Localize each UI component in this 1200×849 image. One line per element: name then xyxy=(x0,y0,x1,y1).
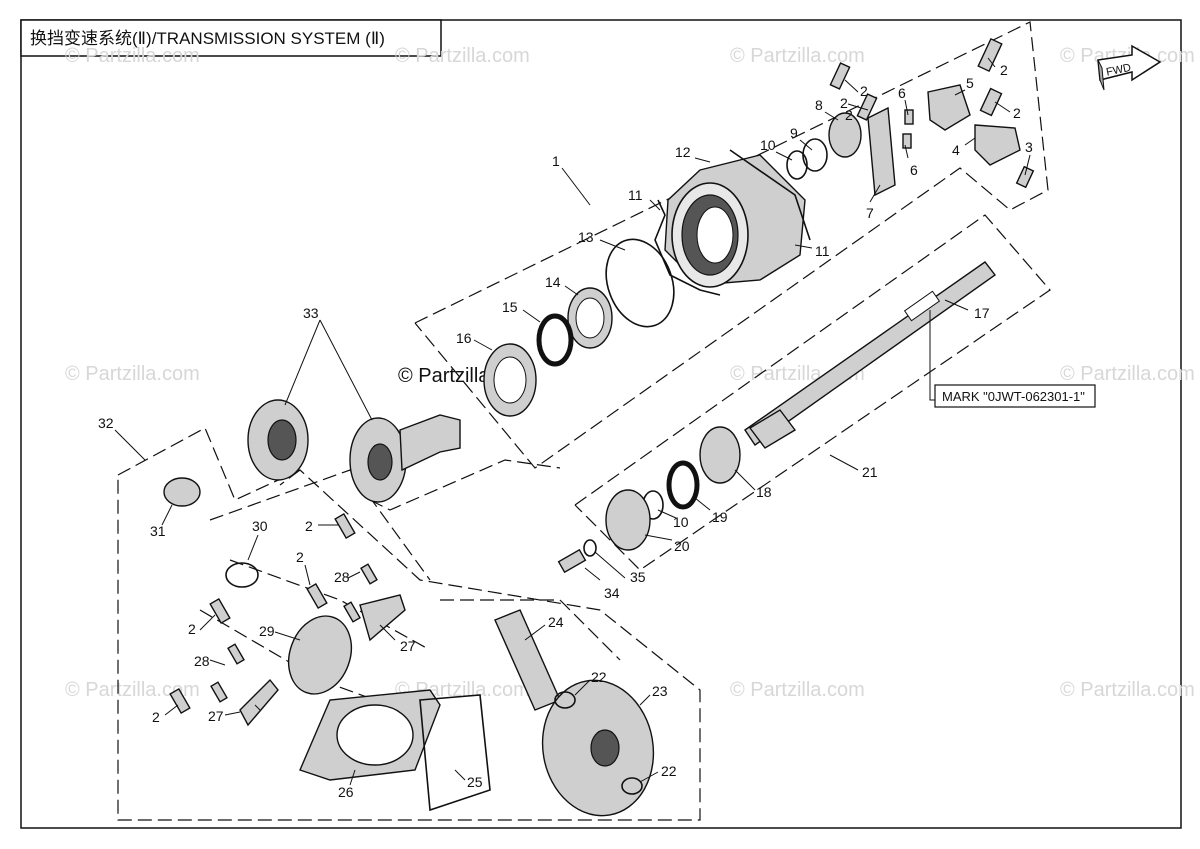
title-box xyxy=(20,19,442,57)
callout-34: 34 xyxy=(604,585,620,601)
callout-2: 2 xyxy=(840,95,848,111)
callout-2: 2 xyxy=(1000,62,1008,78)
part-10-ring xyxy=(786,150,808,180)
callout-3: 3 xyxy=(1025,139,1033,155)
callout-22: 22 xyxy=(661,763,677,779)
part-7-bracket xyxy=(867,106,896,197)
part-16-bearing xyxy=(483,343,537,417)
callout-17: 17 xyxy=(974,305,990,321)
watermark: © Partzilla.com xyxy=(1060,363,1195,385)
mark-callout: MARK "0JWT-062301-1" xyxy=(942,389,1085,404)
fwd-arrow-icon: FWD xyxy=(1097,44,1162,91)
watermark: © Partzilla.com xyxy=(395,45,530,67)
callout-22: 22 xyxy=(591,669,607,685)
callout-32: 32 xyxy=(98,415,114,431)
part-8-seal xyxy=(828,112,862,158)
part-19-ring xyxy=(666,460,700,510)
callout-19: 19 xyxy=(712,509,728,525)
callout-18: 18 xyxy=(756,484,772,500)
callout-21: 21 xyxy=(862,464,878,480)
callout-31: 31 xyxy=(150,523,166,539)
callout-7: 7 xyxy=(866,205,874,221)
callout-11: 11 xyxy=(815,243,830,259)
callout-4: 4 xyxy=(952,142,960,158)
callout-23: 23 xyxy=(652,683,668,699)
part-30-washer xyxy=(225,562,259,588)
watermark: © Partzilla.com xyxy=(730,45,865,67)
part-35-washer xyxy=(583,539,597,557)
callout-28: 28 xyxy=(194,653,210,669)
callout-10: 10 xyxy=(673,514,689,530)
callout-2: 2 xyxy=(305,518,313,534)
callout-11: 11 xyxy=(628,187,643,203)
watermark: © Partzilla.com xyxy=(65,679,200,701)
watermark: © Partzilla.com xyxy=(1060,679,1195,701)
callout-33: 33 xyxy=(303,305,319,321)
callout-2: 2 xyxy=(845,107,853,123)
part-22-ring xyxy=(621,777,643,795)
callout-12: 12 xyxy=(675,144,691,160)
watermark: © Partzilla.com xyxy=(65,363,200,385)
part-18-bearing xyxy=(699,426,741,484)
group-outlines xyxy=(117,21,1051,821)
callout-26: 26 xyxy=(338,784,354,800)
part-29-bearing xyxy=(287,615,353,695)
callout-29: 29 xyxy=(259,623,275,639)
callout-5: 5 xyxy=(966,75,974,91)
callout-8: 8 xyxy=(815,97,823,113)
watermark: © Partzilla.com xyxy=(730,679,865,701)
callout-35: 35 xyxy=(630,569,646,585)
callout-6: 6 xyxy=(898,85,906,101)
watermark: © Partzilla.com xyxy=(65,45,200,67)
part-34-bolt xyxy=(557,548,587,574)
callout-1: 1 xyxy=(552,153,560,169)
part-5-selector xyxy=(927,84,1021,166)
callout-labels: 1 2 2 2 2 3 4 5 6 6 7 8 9 10 11 11 12 13… xyxy=(98,62,1033,800)
part-17-shaft xyxy=(744,261,996,449)
part-13-o-ring xyxy=(605,238,675,328)
callout-2: 2 xyxy=(1013,105,1021,121)
diagram-border xyxy=(20,19,1182,829)
callout-16: 16 xyxy=(456,330,472,346)
part-33-bevel-gear xyxy=(247,399,461,503)
callout-30: 30 xyxy=(252,518,268,534)
callout-14: 14 xyxy=(545,274,561,290)
callout-10: 10 xyxy=(760,137,776,153)
callout-27: 27 xyxy=(400,638,416,654)
callout-28: 28 xyxy=(334,569,350,585)
part-25-plate xyxy=(419,694,491,812)
callout-13: 13 xyxy=(578,229,594,245)
callout-2: 2 xyxy=(188,621,196,637)
part-20-seal xyxy=(605,489,651,551)
callout-6: 6 xyxy=(910,162,918,178)
leader-lines xyxy=(114,57,1031,786)
callout-25: 25 xyxy=(467,774,483,790)
callout-20: 20 xyxy=(674,538,690,554)
diagram-title: 换挡变速系统(Ⅱ)/TRANSMISSION SYSTEM (Ⅱ) xyxy=(30,29,385,48)
bolts xyxy=(829,37,1035,189)
mark-callout-box xyxy=(934,384,1096,408)
callout-2: 2 xyxy=(152,709,160,725)
part-12-housing xyxy=(664,149,811,288)
part-14-bearing xyxy=(567,287,613,349)
callout-15: 15 xyxy=(502,299,518,315)
part-31-seal xyxy=(163,477,201,507)
part-22-ring xyxy=(554,691,576,709)
part-15-ring xyxy=(536,313,574,367)
lower-fasteners xyxy=(169,513,406,727)
callout-27: 27 xyxy=(208,708,224,724)
callout-2: 2 xyxy=(860,83,868,99)
callout-2: 2 xyxy=(296,549,304,565)
callout-24: 24 xyxy=(548,614,564,630)
callout-9: 9 xyxy=(790,125,798,141)
fwd-label: FWD xyxy=(1105,62,1132,79)
